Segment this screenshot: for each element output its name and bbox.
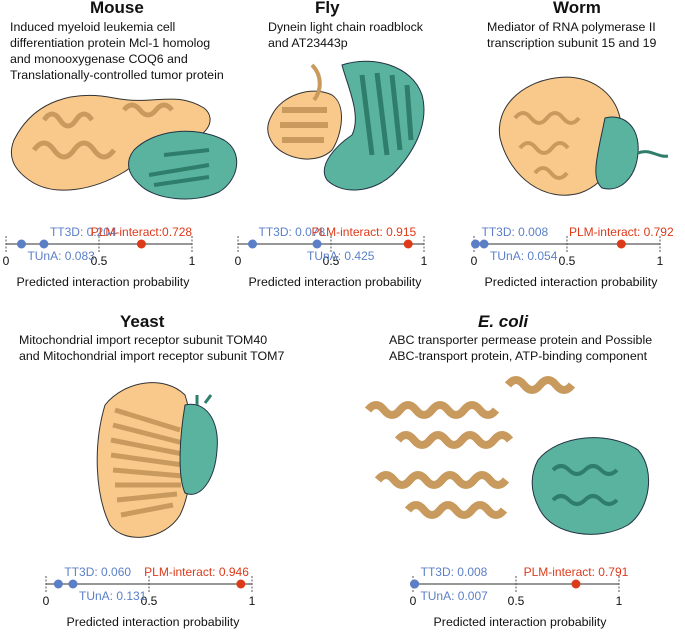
plm-interact-point	[616, 239, 626, 249]
worm-protein-structure-image	[498, 76, 669, 196]
ecoli-description: ABC transporter permease protein and Pos…	[389, 333, 653, 363]
axis-tick-label: 0	[43, 594, 50, 608]
tt3d-label: TT3D: 0.008	[421, 565, 488, 579]
fly-title: Fly	[315, 0, 340, 17]
tuna-label: TUnA: 0.083	[27, 249, 95, 263]
axis-tick-label: 0.5	[559, 254, 576, 268]
plm-interact-point	[403, 239, 413, 249]
tuna-label: TUnA: 0.425	[307, 249, 375, 263]
tuna-label: TUnA: 0.131	[79, 589, 147, 603]
tuna-point	[409, 579, 419, 589]
fly-protein-structure-image	[267, 60, 425, 191]
tuna-point	[479, 239, 489, 249]
tt3d-point	[470, 239, 480, 249]
axis-title: Predicted interaction probability	[249, 275, 423, 289]
axis-tick-label: 1	[616, 594, 623, 608]
tt3d-point	[39, 239, 49, 249]
axis-tick-label: 0	[410, 594, 417, 608]
axis-tick-label: 0	[3, 254, 10, 268]
mouse-title: Mouse	[90, 0, 144, 17]
mouse-description: Induced myeloid leukemia cell differenti…	[10, 20, 224, 82]
axis-tick-label: 0	[471, 254, 478, 268]
worm-description: Mediator of RNA polymerase II transcript…	[487, 20, 657, 50]
plm-interact-label: PLM-interact: 0.791	[524, 565, 629, 579]
tt3d-point	[248, 239, 258, 249]
axis-tick-label: 1	[249, 594, 256, 608]
axis-tick-label: 0.5	[141, 594, 158, 608]
plm-interact-label: PLM-interact: 0.915	[311, 225, 416, 239]
worm-title: Worm	[553, 0, 601, 17]
axis-tick-label: 1	[421, 254, 428, 268]
tt3d-label: TT3D: 0.204	[50, 225, 117, 239]
axis-tick-label: 0.5	[91, 254, 108, 268]
plm-interact-label: PLM-interact: 0.792	[569, 225, 674, 239]
yeast-title: Yeast	[120, 312, 165, 331]
tuna-label: TUnA: 0.054	[490, 249, 558, 263]
axis-title: Predicted interaction probability	[485, 275, 659, 289]
tuna-label: TUnA: 0.007	[420, 589, 488, 603]
axis-tick-label: 1	[189, 254, 196, 268]
axis-tick-label: 0.5	[508, 594, 525, 608]
axis-title: Predicted interaction probability	[17, 275, 191, 289]
tuna-point	[68, 579, 78, 589]
ecoli-protein-structure-image	[364, 376, 650, 535]
axis-tick-label: 1	[657, 254, 664, 268]
plm-interact-point	[571, 579, 581, 589]
axis-title: Predicted interaction probability	[434, 615, 608, 629]
ecoli-title: E. coli	[478, 312, 529, 331]
tuna-point	[312, 239, 322, 249]
tuna-point	[16, 239, 26, 249]
plm-interact-label: PLM-interact: 0.946	[144, 565, 249, 579]
mouse-protein-structure-image	[10, 95, 238, 200]
axis-tick-label: 0	[235, 254, 242, 268]
plm-interact-point	[236, 579, 246, 589]
plm-interact-point	[136, 239, 146, 249]
tt3d-label: TT3D: 0.060	[64, 565, 131, 579]
yeast-protein-structure-image	[96, 382, 218, 538]
axis-tick-label: 0.5	[323, 254, 340, 268]
plm-interact-label: PLM-interact:0.728	[91, 225, 193, 239]
tt3d-label: TT3D: 0.008	[481, 225, 548, 239]
fly-description: Dynein light chain roadblock and AT23443…	[268, 20, 423, 50]
axis-title: Predicted interaction probability	[67, 615, 241, 629]
yeast-description: Mitochondrial import receptor subunit TO…	[19, 333, 285, 363]
tt3d-point	[53, 579, 63, 589]
tt3d-label: TT3D: 0.078	[259, 225, 326, 239]
